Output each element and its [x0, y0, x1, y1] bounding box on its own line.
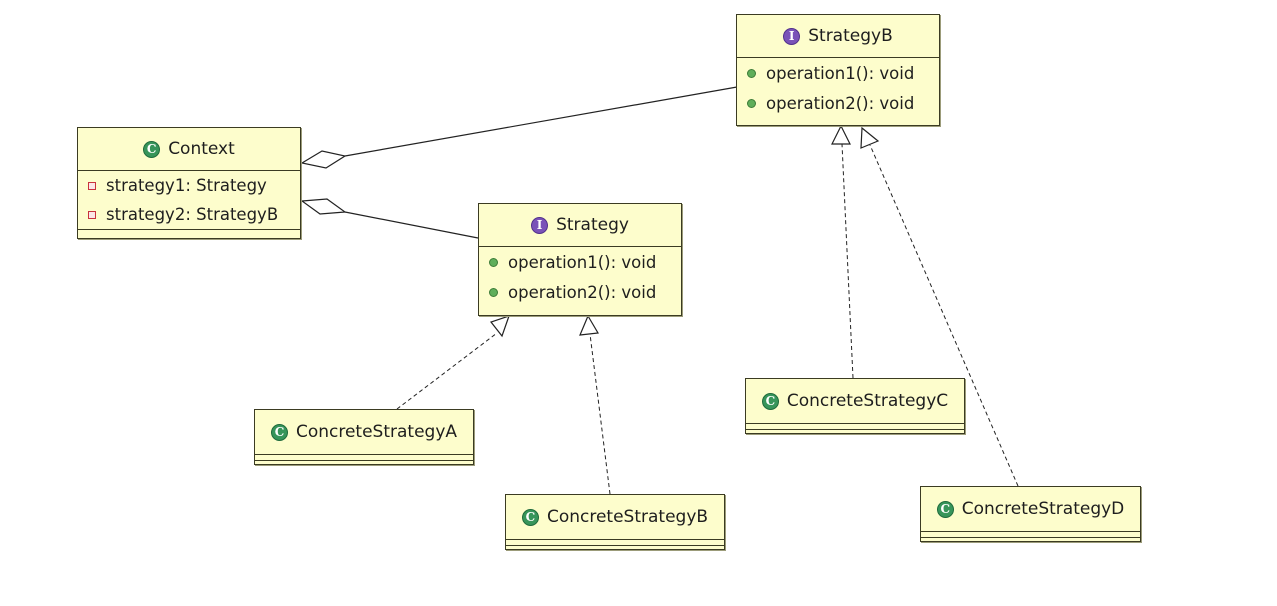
public-member-icon: [747, 98, 756, 108]
concrete-strategy-c-title: ConcreteStrategyC: [786, 391, 949, 411]
context-attributes: strategy1: Strategy strategy2: StrategyB: [78, 170, 300, 229]
context-title: Context: [168, 139, 235, 159]
strategyb-header: I StrategyB: [737, 15, 939, 57]
operations-compartment: [506, 545, 724, 550]
realization-arrowhead-b: [579, 314, 599, 336]
public-member-icon: [747, 68, 756, 78]
strategyb-operation-row[interactable]: operation2(): void: [737, 88, 939, 118]
concrete-strategy-a-box[interactable]: C ConcreteStrategyA: [254, 409, 474, 465]
attributes-compartment: [255, 454, 473, 460]
concrete-strategy-c-box[interactable]: C ConcreteStrategyC: [745, 378, 965, 434]
strategy-operation-row[interactable]: operation1(): void: [479, 247, 681, 277]
class-icon: C: [270, 423, 288, 441]
strategy-operations: operation1(): void operation2(): void: [479, 246, 681, 307]
operation-label: operation2(): void: [766, 93, 915, 113]
strategy-header: I Strategy: [479, 204, 681, 246]
operations-compartment: [255, 460, 473, 465]
realization-line-a: [396, 332, 498, 410]
strategy-title: Strategy: [556, 215, 629, 235]
operations-compartment: [746, 429, 964, 434]
concrete-strategy-a-title: ConcreteStrategyA: [295, 422, 458, 442]
private-member-icon: [88, 181, 96, 190]
class-icon: C: [936, 500, 954, 518]
concrete-strategy-d-title: ConcreteStrategyD: [961, 499, 1125, 519]
strategy-interface-box[interactable]: I Strategy operation1(): void operation2…: [478, 203, 682, 316]
operations-compartment: [921, 537, 1140, 542]
class-icon: C: [143, 140, 161, 158]
realization-arrowhead-a: [490, 315, 510, 338]
interface-icon: I: [783, 27, 801, 45]
realization-line-d: [869, 144, 1019, 487]
concrete-strategy-c-header: C ConcreteStrategyC: [746, 379, 964, 423]
attributes-compartment: [506, 539, 724, 545]
concrete-strategy-b-box[interactable]: C ConcreteStrategyB: [505, 494, 725, 550]
private-member-icon: [88, 210, 96, 219]
concrete-strategy-d-header: C ConcreteStrategyD: [921, 487, 1140, 531]
aggregation-line-context-strategy: [344, 211, 479, 239]
concrete-strategy-b-title: ConcreteStrategyB: [546, 507, 709, 527]
class-icon: C: [521, 508, 539, 526]
context-attribute-row[interactable]: strategy1: Strategy: [78, 171, 300, 200]
strategy-operation-row[interactable]: operation2(): void: [479, 277, 681, 307]
attributes-compartment: [921, 531, 1140, 537]
operation-label: operation1(): void: [508, 252, 657, 272]
operation-label: operation1(): void: [766, 63, 915, 83]
realization-line-b: [589, 333, 611, 495]
strategyb-interface-box[interactable]: I StrategyB operation1(): void operation…: [736, 14, 940, 126]
realization-arrowhead-d: [860, 126, 880, 149]
attribute-label: strategy1: Strategy: [106, 176, 267, 195]
aggregation-diamond-strategy: [300, 198, 347, 215]
strategyb-operations: operation1(): void operation2(): void: [737, 57, 939, 118]
concrete-strategy-a-header: C ConcreteStrategyA: [255, 410, 473, 454]
attributes-compartment: [746, 423, 964, 429]
context-attribute-row[interactable]: strategy2: StrategyB: [78, 200, 300, 229]
context-class-box[interactable]: C Context strategy1: Strategy strategy2:…: [77, 127, 301, 239]
context-operations: [78, 229, 300, 235]
operation-label: operation2(): void: [508, 282, 657, 302]
context-header: C Context: [78, 128, 300, 170]
public-member-icon: [489, 257, 498, 267]
aggregation-line-context-strategyb: [344, 86, 738, 157]
aggregation-diamond-strategyb: [300, 150, 347, 169]
strategyb-operation-row[interactable]: operation1(): void: [737, 58, 939, 88]
concrete-strategy-b-header: C ConcreteStrategyB: [506, 495, 724, 539]
interface-icon: I: [531, 216, 549, 234]
concrete-strategy-d-box[interactable]: C ConcreteStrategyD: [920, 486, 1141, 542]
strategyb-title: StrategyB: [808, 26, 893, 46]
realization-arrowhead-c: [831, 124, 851, 145]
public-member-icon: [489, 287, 498, 297]
attribute-label: strategy2: StrategyB: [106, 205, 279, 224]
realization-line-c: [841, 143, 854, 379]
class-icon: C: [761, 392, 779, 410]
